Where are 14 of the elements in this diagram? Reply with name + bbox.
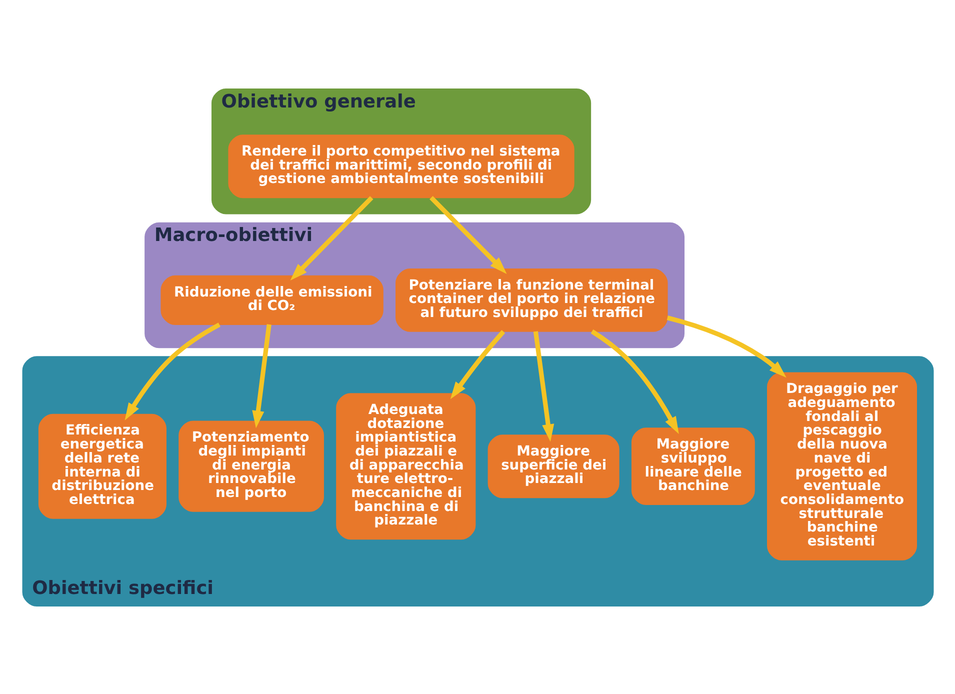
node-box: Rendere il porto competitivo nel sistema dei traffici marittimi, secondo profili di gestione ambientalmente sostenibili (228, 134, 574, 198)
node-box: Efficienza energetica della rete interna di distribuzione elettrica (38, 413, 166, 518)
arrow (124, 322, 220, 420)
node-box: Potenziare la funzione terminal container del porto in relazione al futuro sviluppo dei traffici (395, 268, 668, 332)
node-box: Riduzione delle emissioni di CO₂ (160, 274, 383, 324)
arrow (666, 315, 786, 378)
arrow (429, 196, 506, 274)
arrow (590, 328, 678, 434)
node-box: Dragaggio per adeguamento fondali al pescaggio della nuova nave di progetto ed eventuale consolidamento strutturale banchine esistenti (766, 372, 916, 560)
node-box: Potenziamento degli impianti di energia rinnovabile nel porto (178, 420, 324, 512)
arrow (290, 196, 373, 280)
node-box: Maggiore sviluppo lineare delle banchine (630, 427, 754, 504)
node-box: Adeguata dotazione impiantistica dei piazzali e di apparecchiature elettro-meccaniche di banchina e di piazzale (336, 392, 476, 540)
node-box: Maggiore superficie dei piazzali (487, 434, 619, 498)
